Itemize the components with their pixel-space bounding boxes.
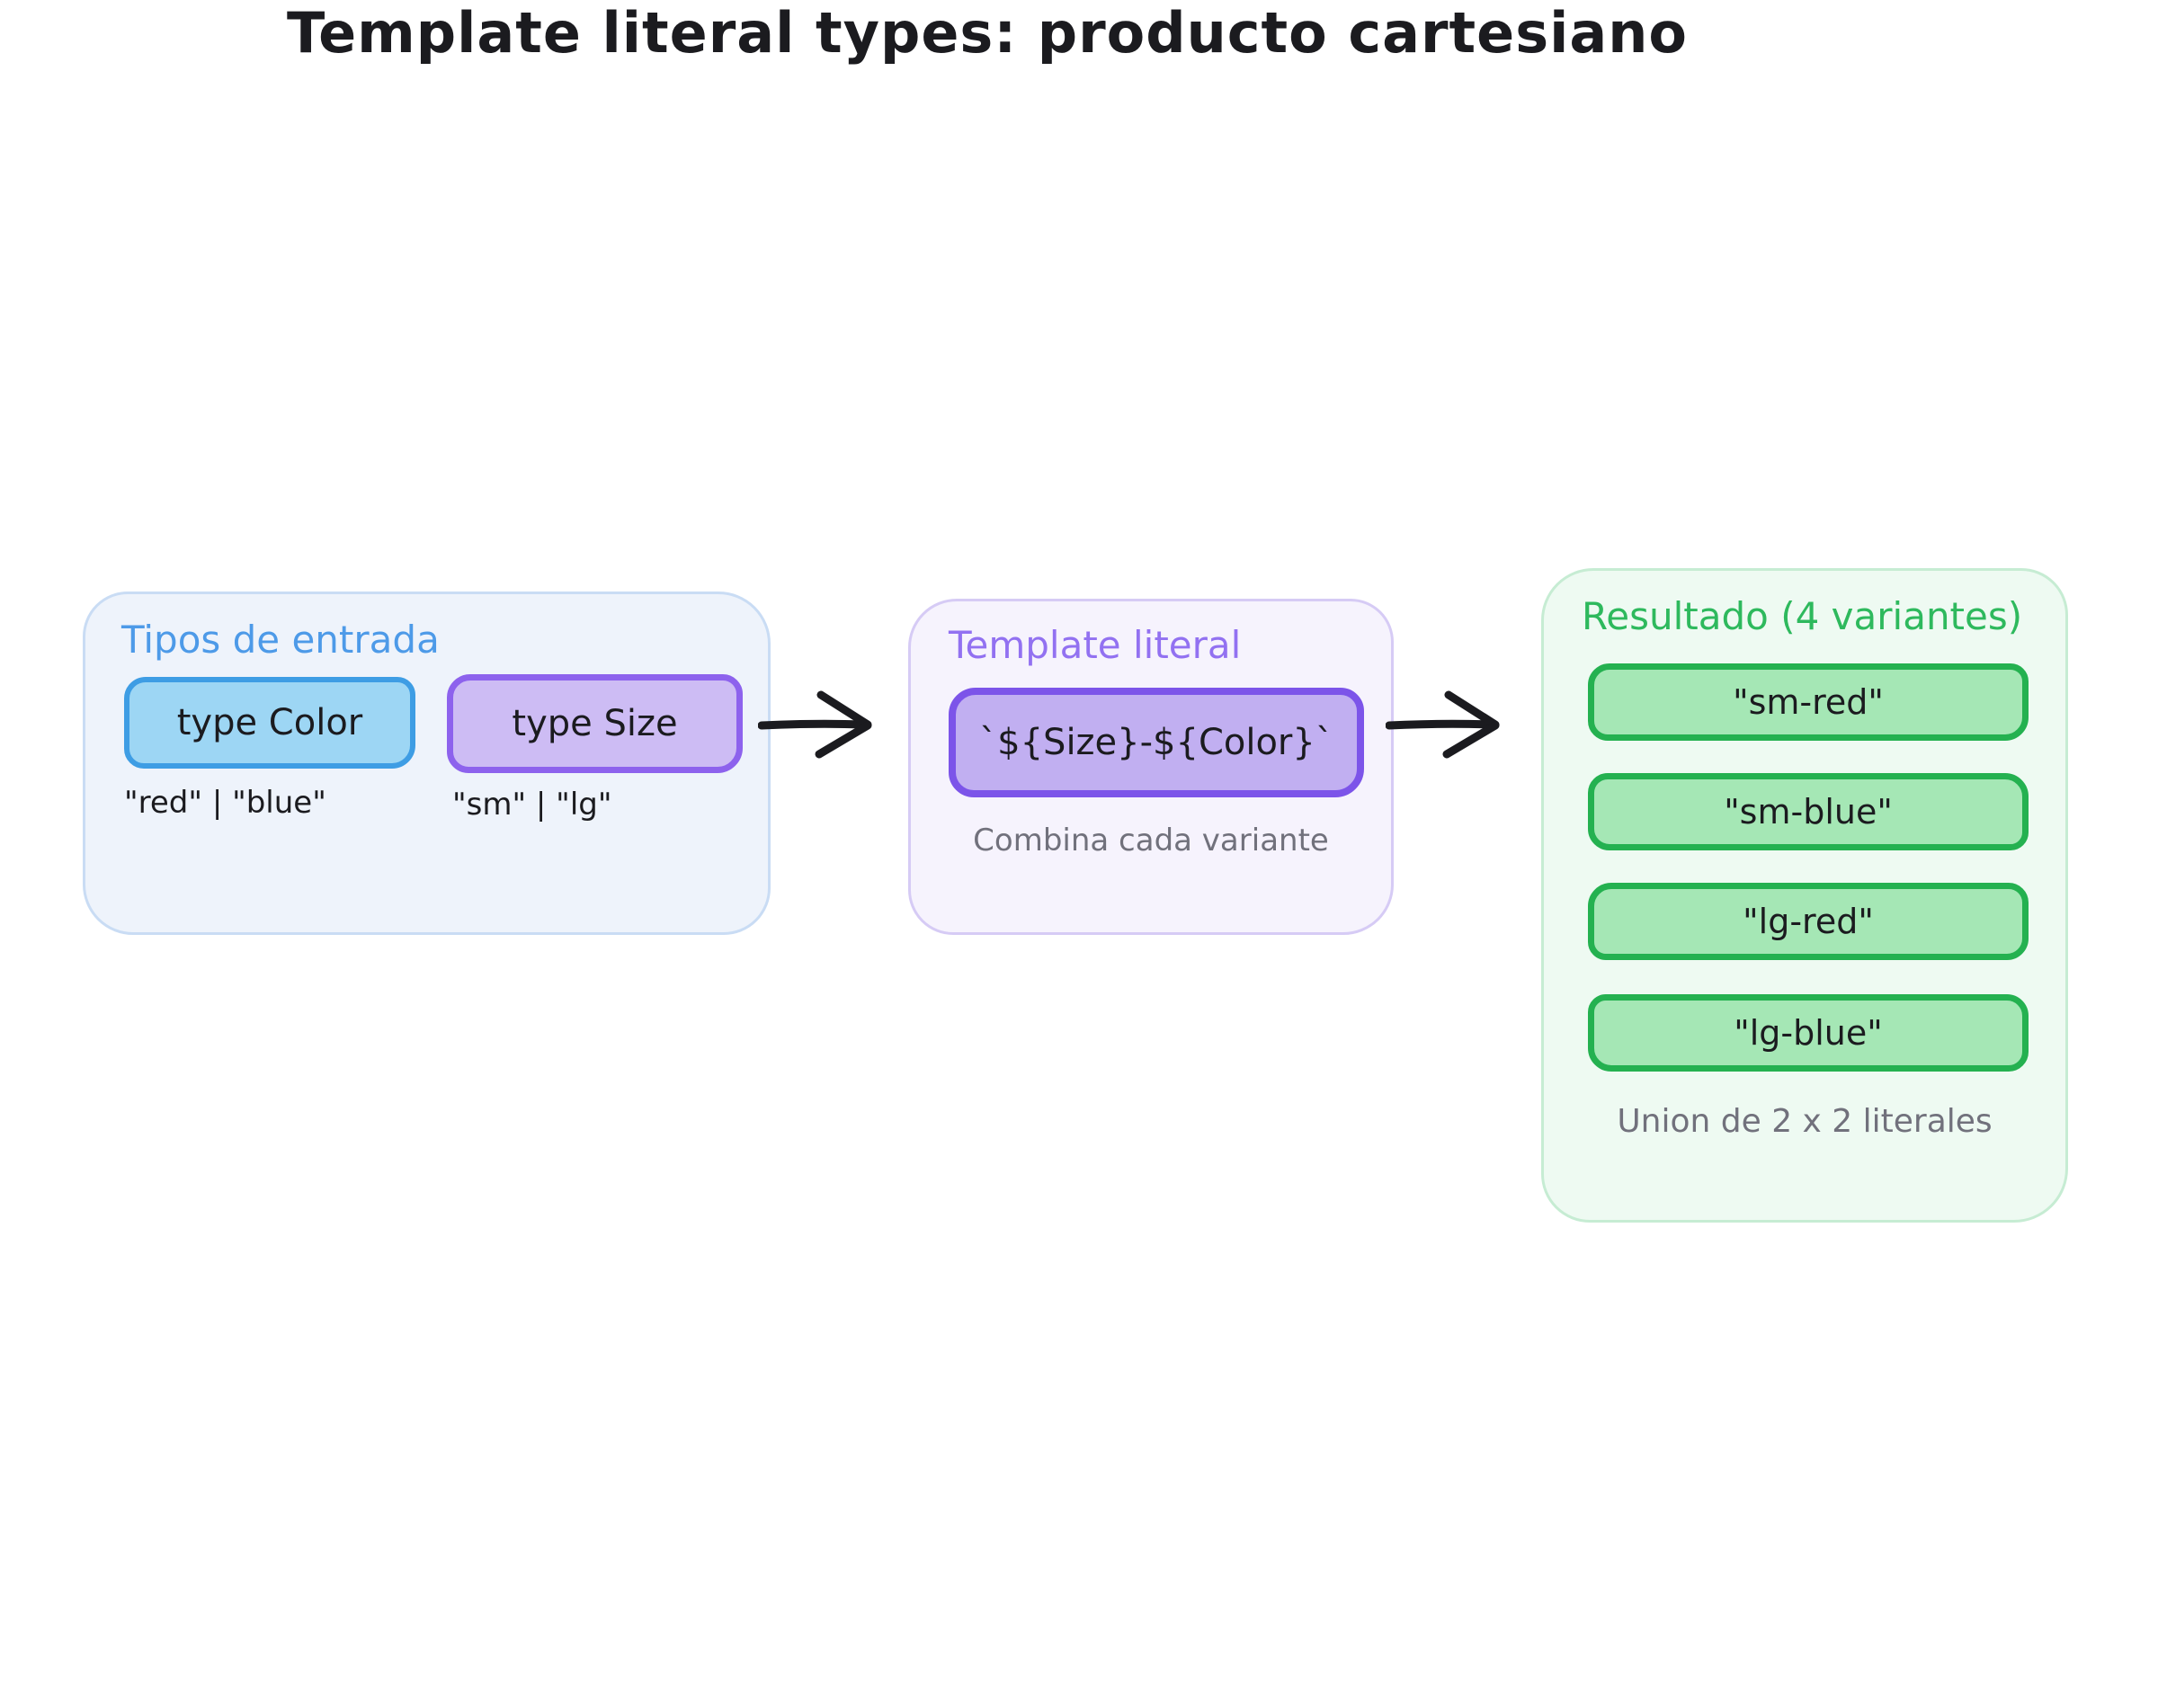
template-literal-panel: Template literal `${Size}-${Color}` Comb…	[908, 599, 1394, 935]
input-types-panel: Tipos de entrada type Color type Size "r…	[83, 592, 771, 935]
template-expression: `${Size}-${Color}`	[979, 722, 1333, 763]
variant-row-sm-red: "sm-red"	[1588, 663, 2029, 741]
variant-row-lg-red: "lg-red"	[1588, 883, 2029, 960]
template-caption: Combina cada variante	[973, 823, 1329, 858]
type-size-label: type Size	[512, 703, 678, 744]
arrow-right-icon	[1386, 690, 1500, 759]
result-panel: Resultado (4 variantes) "sm-red" "sm-blu…	[1541, 568, 2068, 1223]
arrow-input-to-template	[758, 686, 893, 761]
result-panel-label: Resultado (4 variantes)	[1582, 594, 2023, 638]
arrow-template-to-result	[1386, 686, 1520, 761]
type-color-label: type Color	[176, 702, 363, 743]
template-expression-box: `${Size}-${Color}`	[949, 688, 1364, 797]
template-literal-panel-label: Template literal	[949, 623, 1242, 667]
result-caption: Union de 2 x 2 literales	[1617, 1103, 1993, 1140]
input-types-panel-label: Tipos de entrada	[121, 618, 440, 662]
variant-row-sm-blue: "sm-blue"	[1588, 773, 2029, 850]
diagram-title: Template literal types: producto cartesi…	[287, 0, 1688, 66]
type-color-box: type Color	[124, 677, 415, 769]
size-union-literal: "sm" | "lg"	[452, 787, 612, 823]
variant-row-lg-blue: "lg-blue"	[1588, 994, 2029, 1072]
color-union-literal: "red" | "blue"	[124, 785, 326, 821]
arrow-right-icon	[758, 690, 872, 759]
type-size-box: type Size	[447, 674, 743, 773]
